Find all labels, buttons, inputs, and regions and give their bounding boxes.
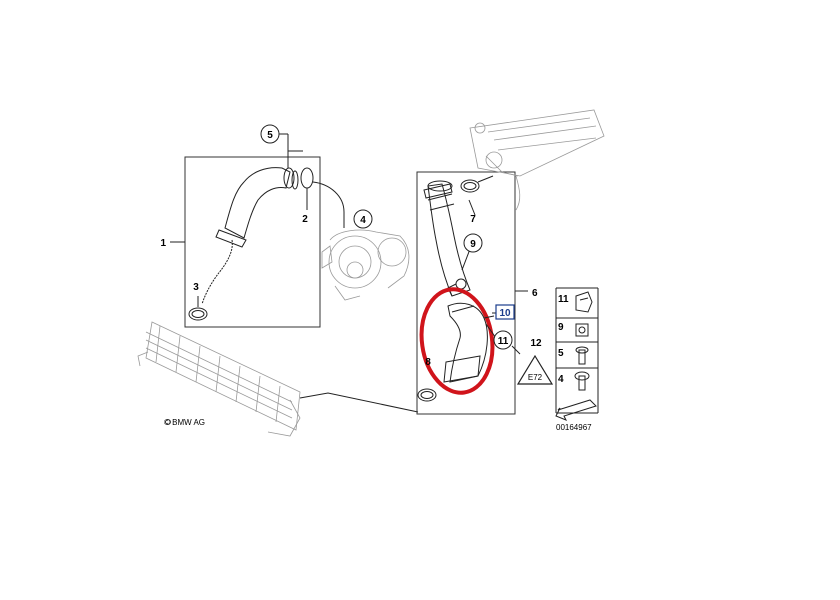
- diagram-number: 00164967: [556, 423, 592, 432]
- callout-9[interactable]: 9: [463, 233, 483, 253]
- callout-11[interactable]: 11: [493, 330, 513, 350]
- svg-text:1: 1: [160, 238, 166, 249]
- callout-4[interactable]: 4: [353, 209, 373, 229]
- svg-text:3: 3: [193, 282, 199, 293]
- callout-1[interactable]: 1: [160, 238, 166, 249]
- o-ring-3[interactable]: [188, 307, 208, 321]
- legend-item-11[interactable]: 11: [558, 291, 593, 313]
- svg-text:11: 11: [498, 336, 509, 347]
- callout-8[interactable]: 8: [425, 357, 431, 368]
- callout-10[interactable]: 10: [495, 304, 515, 320]
- charge-air-hose-left[interactable]: [201, 167, 299, 305]
- svg-text:4: 4: [558, 374, 564, 385]
- svg-text:E72: E72: [528, 373, 543, 382]
- arrow-icon: [555, 399, 597, 421]
- svg-text:9: 9: [558, 322, 564, 333]
- legend-item-9[interactable]: 9: [558, 322, 589, 337]
- group-box-right: [416, 171, 516, 415]
- o-ring-lower[interactable]: [417, 388, 437, 402]
- warning-label-12[interactable]: E72: [516, 354, 554, 385]
- legend-item-5[interactable]: 5: [558, 346, 589, 365]
- svg-text:12: 12: [530, 338, 542, 349]
- charge-air-hose-6[interactable]: [423, 180, 471, 297]
- o-ring-7[interactable]: [460, 179, 480, 193]
- svg-text:11: 11: [558, 294, 569, 305]
- bmw-logo-icon: [165, 419, 171, 425]
- intercooler: [137, 321, 301, 437]
- charge-air-hose-8[interactable]: [443, 302, 488, 383]
- callout-6[interactable]: 6: [532, 288, 538, 299]
- svg-text:4: 4: [360, 215, 366, 226]
- callout-12[interactable]: 12: [530, 338, 542, 349]
- hardware-legend: 11 9 5 4: [555, 287, 599, 421]
- callout-5[interactable]: 5: [260, 124, 280, 144]
- svg-text:5: 5: [558, 348, 564, 359]
- svg-text:10: 10: [499, 308, 511, 319]
- svg-text:6: 6: [532, 288, 538, 299]
- svg-text:7: 7: [470, 214, 476, 225]
- svg-text:8: 8: [425, 357, 431, 368]
- intake-manifold: [469, 109, 605, 211]
- group-box-left: [184, 156, 321, 328]
- svg-text:2: 2: [302, 214, 308, 225]
- callout-3[interactable]: 3: [193, 282, 199, 293]
- callout-2[interactable]: 2: [302, 214, 308, 225]
- highlight-circle: [419, 287, 495, 395]
- svg-text:9: 9: [470, 239, 476, 250]
- copyright-label: © BMW AG: [164, 418, 205, 427]
- svg-text:5: 5: [267, 130, 273, 141]
- legend-item-4[interactable]: 4: [558, 371, 590, 391]
- o-ring-2[interactable]: [300, 167, 314, 189]
- turbocharger-4[interactable]: [321, 229, 410, 301]
- callout-7[interactable]: 7: [470, 214, 476, 225]
